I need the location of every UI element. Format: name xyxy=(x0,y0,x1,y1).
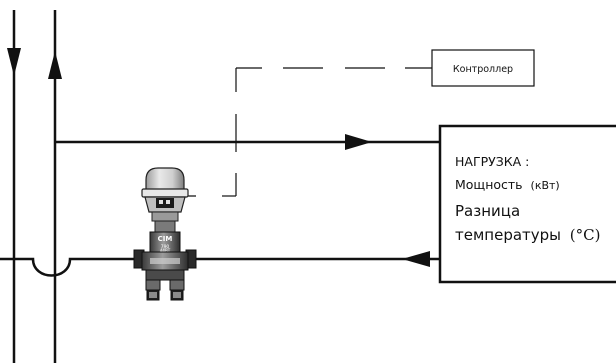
control-signal-line xyxy=(175,67,432,197)
load-temp-label-line2: температуры xyxy=(455,226,561,244)
svg-text:НАГРУЗКА :: НАГРУЗКА : xyxy=(455,154,529,169)
load-power-unit: (кВт) xyxy=(531,179,560,192)
valve-body: CIM 790 44BT xyxy=(133,231,197,301)
valve-code-label: 44BT xyxy=(160,248,171,253)
load-title-colon: : xyxy=(521,154,529,169)
valve-brand-label: CIM xyxy=(158,235,173,243)
supply-flow-arrow-icon xyxy=(345,134,372,150)
load-power-label: Мощность xyxy=(455,177,523,192)
return-line-from-load xyxy=(0,257,440,277)
valve-test-port-right xyxy=(169,279,185,301)
controller-label: Контроллер xyxy=(453,64,513,75)
svg-text:температуры (°C): температуры (°C) xyxy=(455,226,600,244)
controller-box: Контроллер xyxy=(431,49,535,87)
valve-model-label: 790 xyxy=(161,244,170,250)
return-flow-arrow-icon xyxy=(402,251,430,267)
load-temp-unit: (°C) xyxy=(570,226,601,244)
valve-test-port-left xyxy=(145,279,161,301)
load-temp-label-line1: Разница xyxy=(455,202,520,220)
load-title: НАГРУЗКА xyxy=(455,154,522,169)
upward-flow-arrow-icon xyxy=(48,51,62,79)
control-valve: CIM 790 44BT xyxy=(133,167,197,301)
load-box: НАГРУЗКА : Мощность (кВт) Разница темпер… xyxy=(438,124,616,284)
valve-actuator xyxy=(141,167,189,233)
downward-flow-arrow-icon xyxy=(7,48,21,76)
svg-text:Мощность (кВт): Мощность (кВт) xyxy=(455,177,560,192)
